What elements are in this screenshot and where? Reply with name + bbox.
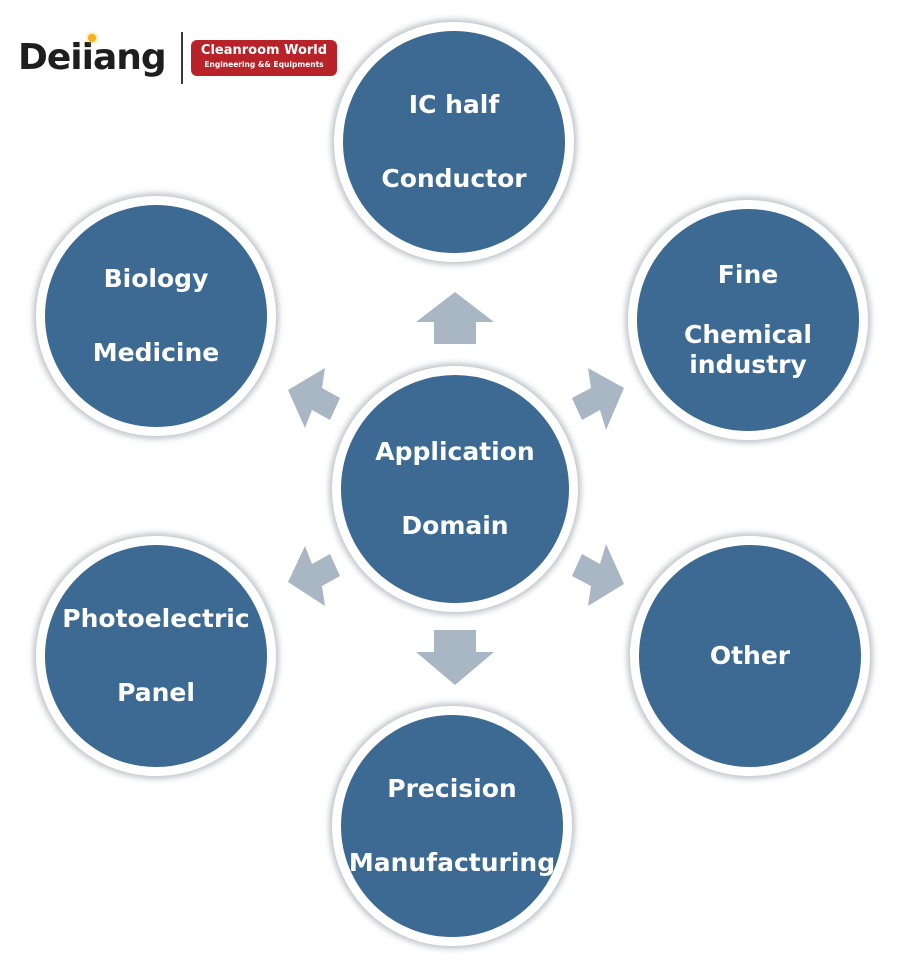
node-upper-left-line1: Biology	[103, 264, 209, 293]
logo-divider	[181, 32, 183, 84]
node-top: IC half Conductor	[334, 22, 574, 262]
node-upper-right-line2: Chemical industry	[684, 320, 812, 379]
node-upper-left: Biology Medicine	[36, 196, 276, 436]
arrow-lower-left-icon	[288, 546, 340, 606]
arrow-up-icon	[416, 292, 494, 344]
node-lower-right: Other	[630, 536, 870, 776]
center-line2: Domain	[401, 511, 509, 540]
logo: Deiiang Cleanroom World Engineering && E…	[18, 30, 348, 86]
center-node: Application Domain	[332, 366, 578, 612]
node-lower-left-line2: Panel	[117, 678, 195, 707]
node-top-line1: IC half	[408, 90, 500, 119]
arrow-upper-left-icon	[288, 368, 340, 428]
node-bottom: Precision Manufacturing	[332, 706, 572, 946]
badge-title: Cleanroom World	[200, 43, 328, 58]
node-upper-right-line1: Fine	[717, 260, 779, 289]
badge-subtitle: Engineering && Equipments	[204, 60, 324, 69]
node-bottom-line2: Manufacturing	[348, 848, 556, 877]
node-lower-right-line1: Other	[709, 641, 791, 670]
spark-icon	[88, 34, 96, 42]
arrow-lower-right-icon	[572, 544, 624, 606]
node-top-line2: Conductor	[381, 164, 527, 193]
node-lower-left: Photoelectric Panel	[36, 536, 276, 776]
center-line1: Application	[375, 437, 535, 466]
node-upper-right: Fine Chemical industry	[628, 200, 868, 440]
node-upper-left-line2: Medicine	[92, 338, 220, 367]
arrow-upper-right-icon	[572, 368, 624, 430]
cleanroom-badge: Cleanroom World Engineering && Equipment…	[191, 40, 337, 76]
node-bottom-line1: Precision	[387, 774, 517, 803]
node-lower-left-line1: Photoelectric	[62, 604, 250, 633]
arrow-down-icon	[416, 630, 494, 685]
brand-name: Deiiang	[18, 37, 167, 78]
